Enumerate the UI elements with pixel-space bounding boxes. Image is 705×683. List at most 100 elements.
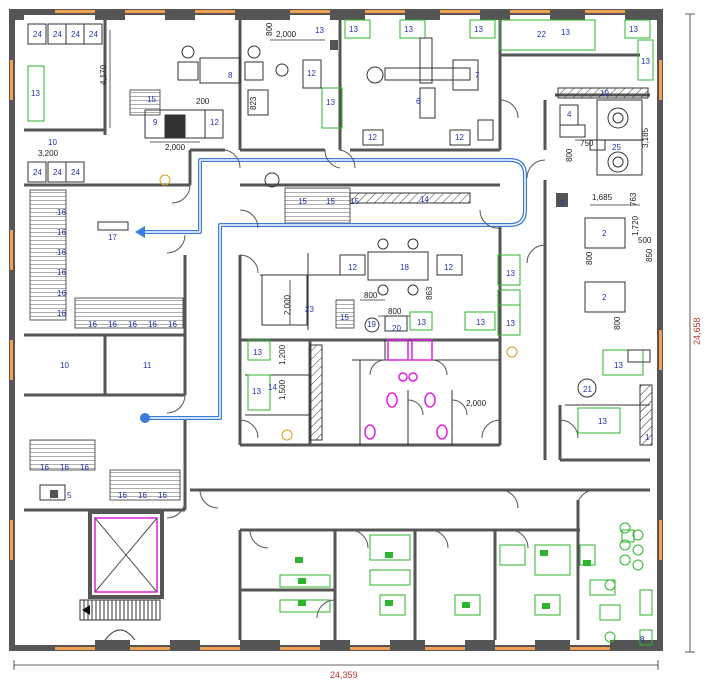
label-13-m: 13 — [253, 348, 262, 357]
blue-pipe-inner — [145, 159, 526, 419]
label-16-b: 16 — [57, 228, 66, 237]
dim-2000-b: 2,000 — [165, 143, 186, 152]
dim-800-s: 800 — [585, 251, 594, 265]
label-18: 18 — [400, 263, 409, 272]
dim-3200: 3,200 — [38, 149, 59, 158]
dim-overall-width: 24,359 — [330, 670, 358, 680]
label-24c: 24 — [71, 30, 80, 39]
kitchen-ovens — [577, 107, 644, 398]
label-16-n: 16 — [80, 463, 89, 472]
label-8: 8 — [228, 71, 233, 80]
label-12-a: 12 — [210, 118, 219, 127]
machine-6-7 — [366, 37, 479, 119]
dim-2000-wc: 2,000 — [466, 399, 487, 408]
label-12-c: 12 — [368, 133, 377, 142]
label-13-f: 13 — [561, 28, 570, 37]
label-13-c: 13 — [404, 25, 413, 34]
label-16-o: 16 — [118, 491, 127, 500]
dim-200: 200 — [196, 97, 210, 106]
dimension-texts: 24,359 24,658 4,170 3,200 2,000 800 823 … — [38, 22, 702, 680]
item-labels: 24 24 24 24 13 10 24 24 24 8 9 12 15 12 … — [31, 25, 650, 644]
label-13-k: 13 — [417, 318, 426, 327]
label-24b: 24 — [53, 30, 62, 39]
dim-800-s2: 800 — [613, 316, 622, 330]
label-13-h: 13 — [641, 57, 650, 66]
dim-763: 763 — [629, 192, 638, 206]
dim-800-m2: 800 — [388, 307, 402, 316]
green-workstations — [295, 550, 591, 609]
label-10-top: 10 — [48, 138, 57, 147]
meeting-table — [264, 172, 429, 333]
label-13-left: 13 — [31, 89, 40, 98]
wc-fixtures — [364, 339, 448, 440]
label-15-a: 15 — [298, 197, 307, 206]
label-24f: 24 — [53, 168, 62, 177]
dim-1500: 1,500 — [278, 379, 287, 400]
label-2-a: 2 — [602, 229, 607, 238]
label-16-a: 16 — [57, 208, 66, 217]
label-16-c: 16 — [57, 248, 66, 257]
hatched-shafts — [309, 87, 653, 446]
stair-arrow — [82, 605, 90, 615]
label-7: 7 — [475, 71, 480, 80]
label-4: 4 — [567, 110, 572, 119]
label-23: 23 — [305, 305, 314, 314]
elevator — [88, 510, 164, 599]
dim-4170: 4,170 — [99, 64, 108, 85]
label-16-j: 16 — [148, 320, 157, 329]
dimension-lines — [13, 13, 695, 670]
dim-500: 500 — [638, 236, 652, 245]
pipe-arrow — [135, 226, 145, 238]
green-chairs — [604, 522, 644, 643]
label-1: 1 — [645, 433, 650, 442]
label-12-b: 12 — [307, 69, 316, 78]
label-22: 22 — [537, 30, 546, 39]
dim-1200: 1,200 — [278, 344, 287, 365]
label-14-b: 14 — [268, 383, 277, 392]
label-5: 5 — [67, 491, 72, 500]
label-15-c: 15 — [350, 197, 359, 206]
label-9: 9 — [153, 118, 158, 127]
dim-2000-c: 2,000 — [283, 294, 292, 315]
label-6: 6 — [416, 97, 421, 106]
label-13-g: 13 — [629, 25, 638, 34]
label-10: 10 — [60, 361, 69, 370]
label-17: 17 — [108, 233, 117, 242]
label-13-n: 13 — [252, 387, 261, 396]
label-13-i: 13 — [506, 269, 515, 278]
label-24d: 24 — [89, 30, 98, 39]
label-2-b: 2 — [602, 293, 607, 302]
dim-800-m1: 800 — [364, 291, 378, 300]
stairs — [79, 599, 161, 641]
label-19: 19 — [367, 320, 376, 329]
label-16-k: 16 — [168, 320, 177, 329]
drains — [159, 174, 518, 441]
dim-750: 750 — [580, 139, 594, 148]
label-15-b: 15 — [326, 197, 335, 206]
green-equipment — [27, 19, 654, 646]
label-11: 11 — [143, 361, 152, 370]
label-20: 20 — [392, 324, 401, 333]
label-15-d: 15 — [340, 313, 349, 322]
label-13-d: 13 — [474, 25, 483, 34]
label-16-q: 16 — [158, 491, 167, 500]
door-swings — [166, 99, 596, 619]
dim-800-top: 800 — [265, 22, 274, 36]
furniture-outlines — [27, 23, 651, 501]
label-13-top: 13 — [315, 26, 324, 35]
dim-2000-top: 2,000 — [276, 30, 297, 39]
machine-8 — [164, 45, 289, 138]
label-13-p: 13 — [598, 417, 607, 426]
label-16-e: 16 — [57, 289, 66, 298]
dim-1720: 1,720 — [631, 215, 640, 236]
label-16-m: 16 — [60, 463, 69, 472]
label-24a: 24 — [33, 30, 42, 39]
label-16-h: 16 — [108, 320, 117, 329]
label-24e: 24 — [33, 168, 42, 177]
label-21: 21 — [583, 385, 592, 394]
label-16-g: 16 — [88, 320, 97, 329]
racks — [29, 89, 355, 501]
label-8-b: 8 — [640, 635, 645, 644]
label-19-top: 19 — [600, 89, 609, 98]
label-12-e: 12 — [348, 263, 357, 272]
